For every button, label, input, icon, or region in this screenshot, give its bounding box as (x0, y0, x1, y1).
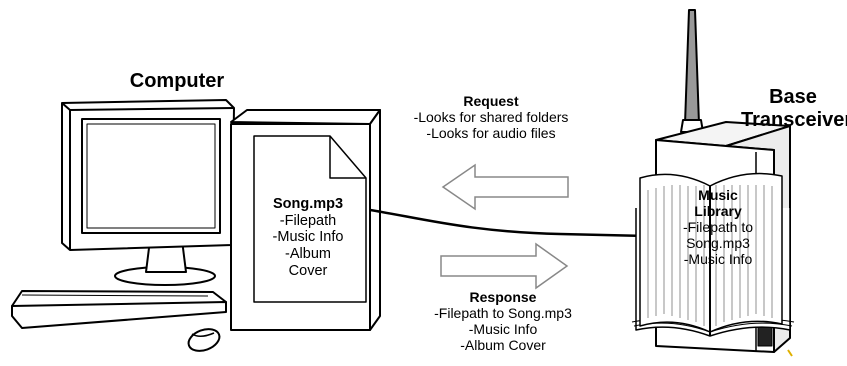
song-detail: -Filepath (279, 212, 337, 229)
response-heading: Response (469, 289, 537, 305)
song-filename: Song.mp3 (272, 196, 344, 212)
request-arrow-icon (441, 163, 569, 211)
song-detail: Cover (288, 262, 328, 279)
music-library-label: Music Library -Filepath to Song.mp3 -Mus… (655, 187, 781, 267)
book-icon (631, 172, 795, 337)
library-heading-line2: Library (694, 203, 742, 220)
response-detail: -Music Info (468, 321, 538, 338)
base-title: Base Transceiver (741, 86, 847, 132)
monitor-icon (61, 99, 235, 286)
library-detail: -Filepath to (682, 219, 754, 236)
request-detail: -Looks for shared folders (413, 109, 569, 126)
network-cable (369, 208, 651, 238)
response-detail: -Album Cover (460, 337, 546, 354)
base-title-line1: Base (769, 86, 817, 108)
song-file-label: Song.mp3 -Filepath -Music Info -Album Co… (246, 196, 370, 279)
response-arrow-icon (440, 242, 569, 290)
song-detail: -Album (285, 246, 331, 263)
base-title-line2: Transceiver (741, 109, 847, 131)
mouse-icon (187, 328, 221, 352)
keyboard-icon (11, 290, 227, 329)
request-detail: -Looks for audio files (426, 125, 556, 142)
library-detail: Song.mp3 (686, 235, 750, 252)
request-label: Request -Looks for shared folders -Looks… (382, 93, 600, 141)
computer-title: Computer (129, 70, 225, 92)
response-detail: -Filepath to Song.mp3 (434, 305, 572, 322)
song-detail: -Music Info (272, 229, 344, 246)
file-icon (253, 135, 367, 303)
request-heading: Request (463, 93, 519, 109)
library-detail: -Music Info (683, 251, 753, 268)
response-label: Response -Filepath to Song.mp3 -Music In… (392, 289, 614, 353)
library-heading-line1: Music (698, 187, 738, 203)
